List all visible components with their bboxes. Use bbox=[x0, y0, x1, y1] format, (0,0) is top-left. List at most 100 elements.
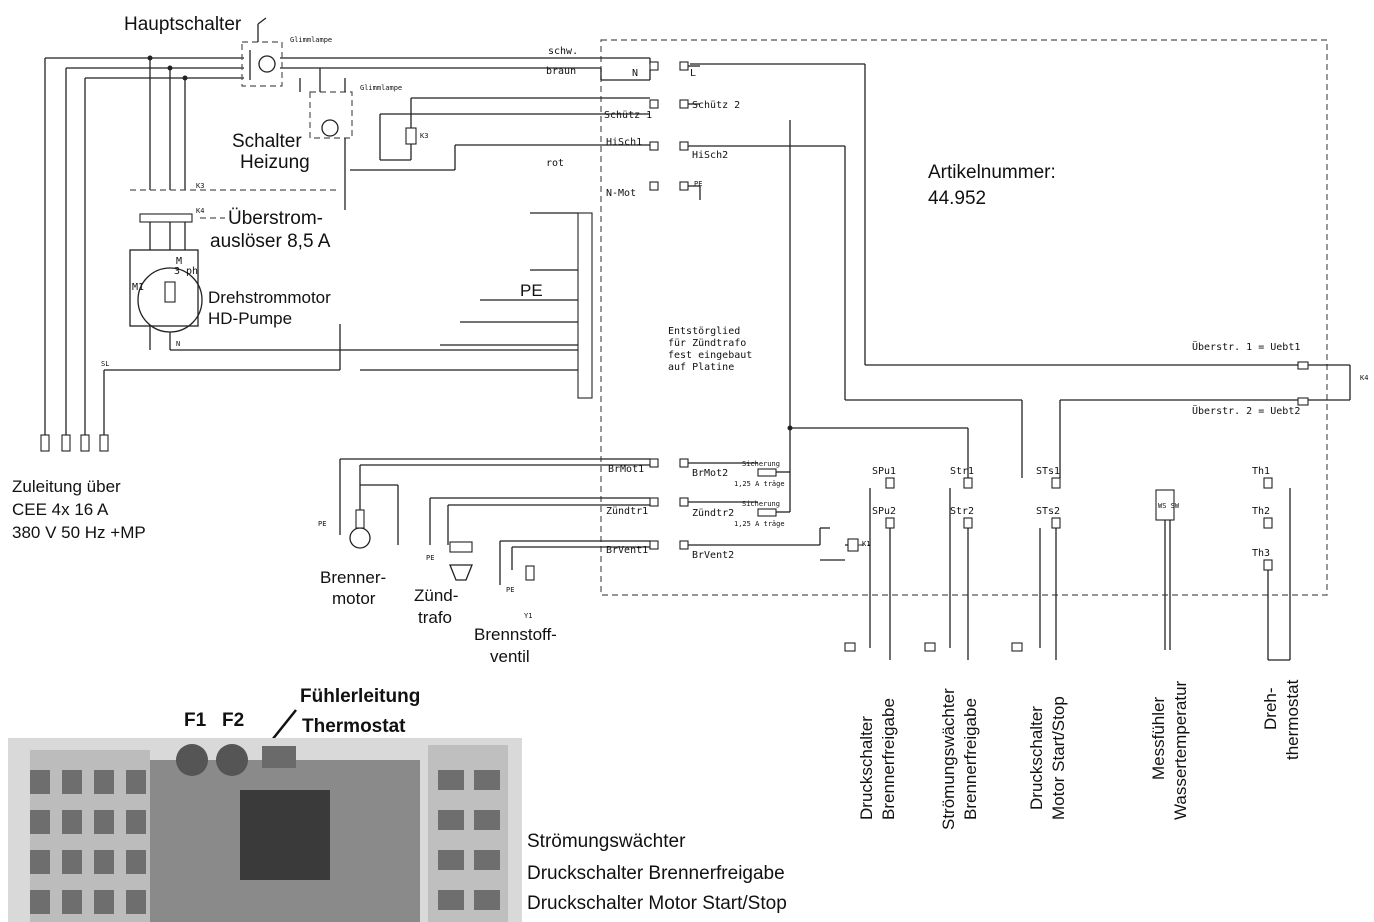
label-pe-brenner: PE bbox=[318, 520, 326, 528]
label-term-hisch1: HiSch1 bbox=[606, 137, 642, 148]
label-motor-n: N bbox=[176, 340, 180, 348]
label-y1: Y1 bbox=[524, 612, 532, 620]
label-glimmlampe-1: Glimmlampe bbox=[290, 36, 332, 44]
label-photo-1: Strömungswächter bbox=[527, 831, 686, 852]
label-term-zuendtr1: Zündtr1 bbox=[606, 506, 648, 517]
label-k3-top: K3 bbox=[196, 182, 204, 190]
label-sts2: STs2 bbox=[1036, 506, 1060, 517]
overcurrent-block bbox=[130, 189, 340, 223]
label-term-brvent1: BrVent1 bbox=[606, 545, 648, 556]
label-brenner-1: Brenner- bbox=[320, 568, 386, 587]
label-term-brmot2: BrMot2 bbox=[692, 468, 728, 479]
label-term-n: N bbox=[632, 68, 638, 79]
label-brennstoff-1: Brennstoff- bbox=[474, 625, 557, 644]
label-term-l: L bbox=[690, 68, 696, 79]
label-photo-2: Druckschalter Brennerfreigabe bbox=[527, 863, 785, 884]
label-f2: F2 bbox=[222, 710, 244, 731]
label-v-druck-brenn-1: Druckschalter bbox=[857, 716, 876, 820]
label-wire-rot: rot bbox=[546, 158, 564, 169]
ignition-transformer-symbol bbox=[449, 541, 473, 553]
plug-symbols bbox=[40, 434, 109, 452]
label-ws-sw: WS SW bbox=[1158, 502, 1180, 510]
sensor-terminals bbox=[885, 477, 1273, 571]
label-spu1: SPu1 bbox=[872, 466, 896, 477]
terminal-strip bbox=[360, 212, 593, 399]
label-motor-m: M bbox=[176, 256, 182, 267]
label-entstoer-3: fest eingebaut bbox=[668, 350, 752, 361]
label-hauptschalter: Hauptschalter bbox=[124, 14, 242, 35]
label-v-druck-brenn-2: Brennerfreigabe bbox=[879, 698, 898, 820]
label-schalter: Schalter bbox=[232, 131, 302, 152]
supply-lines bbox=[44, 57, 1298, 435]
label-brenner-2: motor bbox=[332, 589, 376, 608]
label-pe-zuend: PE bbox=[426, 554, 434, 562]
label-ueberstr-1: Überstr. 1 = Uebt1 bbox=[1192, 340, 1300, 353]
label-drehstrom-2: HD-Pumpe bbox=[208, 309, 292, 328]
label-motor-ph: 3 ph bbox=[174, 266, 198, 277]
label-brennstoff-2: ventil bbox=[490, 647, 530, 666]
label-str2: Str2 bbox=[950, 506, 974, 517]
label-str1: Str1 bbox=[950, 466, 974, 477]
label-pe-ventil: PE bbox=[506, 586, 514, 594]
label-zuend-1: Zünd- bbox=[414, 586, 458, 605]
label-wire-schw: schw. bbox=[548, 46, 578, 57]
label-sicherung-1b: 1,25 A träge bbox=[734, 480, 785, 488]
label-sts1: STs1 bbox=[1036, 466, 1060, 477]
label-term-schuetz1: Schütz 1 bbox=[604, 110, 652, 121]
heating-switch-symbol bbox=[309, 68, 353, 210]
label-heizung: Heizung bbox=[240, 152, 310, 173]
label-glimmlampe-2: Glimmlampe bbox=[360, 84, 402, 92]
label-drehstrom-1: Drehstrommotor bbox=[208, 288, 331, 307]
label-zuleitung-3: 380 V 50 Hz +MP bbox=[12, 523, 146, 542]
label-artikel-1: Artikelnummer: bbox=[928, 162, 1056, 183]
burner-components bbox=[339, 458, 650, 585]
label-k4-relay: K4 bbox=[1360, 374, 1368, 382]
label-k4-left: K4 bbox=[196, 207, 204, 215]
label-sl: SL bbox=[101, 360, 109, 368]
label-term-schuetz2: Schütz 2 bbox=[692, 100, 740, 111]
label-term-nmot: N-Mot bbox=[606, 188, 636, 199]
circuit-board-photo bbox=[8, 738, 522, 922]
label-th3: Th3 bbox=[1252, 548, 1270, 559]
label-v-dreh-1: Dreh- bbox=[1261, 687, 1280, 730]
label-fuehler-1: Fühlerleitung bbox=[300, 686, 420, 707]
label-term-pe: PE bbox=[694, 180, 702, 188]
label-term-zuendtr2: Zündtr2 bbox=[692, 508, 734, 519]
label-v-mess-1: Messfühler bbox=[1149, 697, 1168, 780]
label-v-mess-2: Wassertemperatur bbox=[1171, 680, 1190, 820]
label-sicherung-2b: 1,25 A träge bbox=[734, 520, 785, 528]
k1-coil bbox=[847, 538, 859, 552]
label-v-stroem-1: Strömungswächter bbox=[939, 688, 958, 830]
label-term-brvent2: BrVent2 bbox=[692, 550, 734, 561]
label-sicherung-2: Sicherung bbox=[742, 500, 780, 508]
label-zuleitung-1: Zuleitung über bbox=[12, 477, 121, 496]
label-motor-m1: M1 bbox=[132, 282, 144, 293]
label-zuleitung-2: CEE 4x 16 A bbox=[12, 500, 109, 519]
label-v-druck-motor-2: Motor Start/Stop bbox=[1049, 696, 1068, 820]
label-term-hisch2: HiSch2 bbox=[692, 150, 728, 161]
label-f1: F1 bbox=[184, 710, 207, 731]
label-ueberstrom-2: auslöser 8,5 A bbox=[210, 231, 331, 252]
sensor-wiring bbox=[869, 488, 1291, 661]
label-wire-braun: braun bbox=[546, 66, 576, 77]
label-artikel-2: 44.952 bbox=[928, 188, 986, 209]
label-fuehler-2: Thermostat bbox=[302, 716, 406, 737]
label-zuend-2: trafo bbox=[418, 608, 452, 627]
label-spu2: SPu2 bbox=[872, 506, 896, 517]
label-entstoer-4: auf Platine bbox=[668, 362, 734, 373]
label-ueberstr-2: Überstr. 2 = Uebt2 bbox=[1192, 404, 1300, 417]
fuel-valve-symbol bbox=[525, 565, 535, 581]
label-term-brmot1: BrMot1 bbox=[608, 464, 644, 475]
label-v-dreh-2: thermostat bbox=[1283, 679, 1302, 760]
control-box-outline bbox=[600, 39, 1328, 596]
label-th2: Th2 bbox=[1252, 506, 1270, 517]
label-k3-coil: K3 bbox=[420, 132, 428, 140]
label-entstoer-2: für Zündtrafo bbox=[668, 338, 746, 349]
label-th1: Th1 bbox=[1252, 466, 1270, 477]
label-pe-left: PE bbox=[520, 281, 543, 300]
internal-terminals bbox=[649, 61, 1309, 550]
label-v-stroem-2: Brennerfreigabe bbox=[961, 698, 980, 820]
internal-wiring bbox=[688, 65, 1351, 561]
label-v-druck-motor-1: Druckschalter bbox=[1027, 706, 1046, 810]
burner-motor-symbol bbox=[349, 527, 371, 549]
